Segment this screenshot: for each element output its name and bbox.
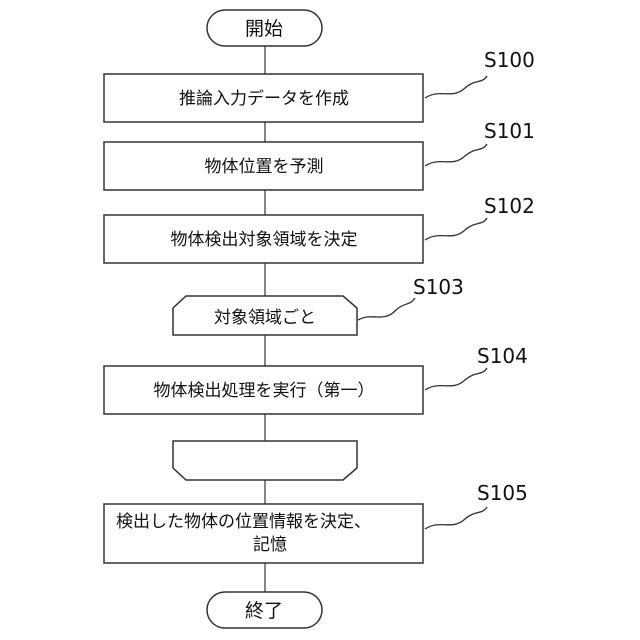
process-text-s100: 推論入力データを作成 xyxy=(179,88,349,109)
start-label: 開始 xyxy=(245,18,283,40)
step-leader-s105 xyxy=(425,507,487,529)
process-text-s104: 物体検出処理を実行（第一） xyxy=(154,381,375,401)
process-text-s102: 物体検出対象領域を決定 xyxy=(171,230,358,250)
step-label-s105: S105 xyxy=(477,481,528,505)
step-leader-s102 xyxy=(425,218,487,240)
process-text-s105-line1: 検出した物体の位置情報を決定、 xyxy=(116,512,371,532)
step-label-s103: S103 xyxy=(413,275,464,299)
process-box-s104: 物体検出処理を実行（第一） xyxy=(104,366,423,414)
step-leader-s100 xyxy=(425,76,487,98)
step-label-s104: S104 xyxy=(477,344,528,368)
start-terminal: 開始 xyxy=(207,10,322,46)
step-label-s100: S100 xyxy=(484,48,535,72)
loop-text-s103: 対象領域ごと xyxy=(214,308,316,328)
step-leader-s101 xyxy=(425,144,487,166)
process-box-s101: 物体位置を予測 xyxy=(104,142,423,190)
process-box-s105: 検出した物体の位置情報を決定、 記憶 xyxy=(104,504,423,563)
step-label-s101: S101 xyxy=(484,119,535,143)
process-text-s101: 物体位置を予測 xyxy=(205,157,324,177)
loop-end xyxy=(173,441,357,480)
end-terminal: 終了 xyxy=(207,592,322,628)
loop-end-shape xyxy=(173,441,357,480)
step-label-s102: S102 xyxy=(484,194,535,218)
end-label: 終了 xyxy=(245,600,283,622)
step-leader-s104 xyxy=(425,368,487,390)
process-box-s102: 物体検出対象領域を決定 xyxy=(104,215,423,263)
step-leader-s103 xyxy=(358,298,415,320)
process-box-s100: 推論入力データを作成 xyxy=(104,74,423,122)
process-text-s105-line2: 記憶 xyxy=(253,535,287,555)
loop-start-s103: 対象領域ごと xyxy=(173,296,357,335)
